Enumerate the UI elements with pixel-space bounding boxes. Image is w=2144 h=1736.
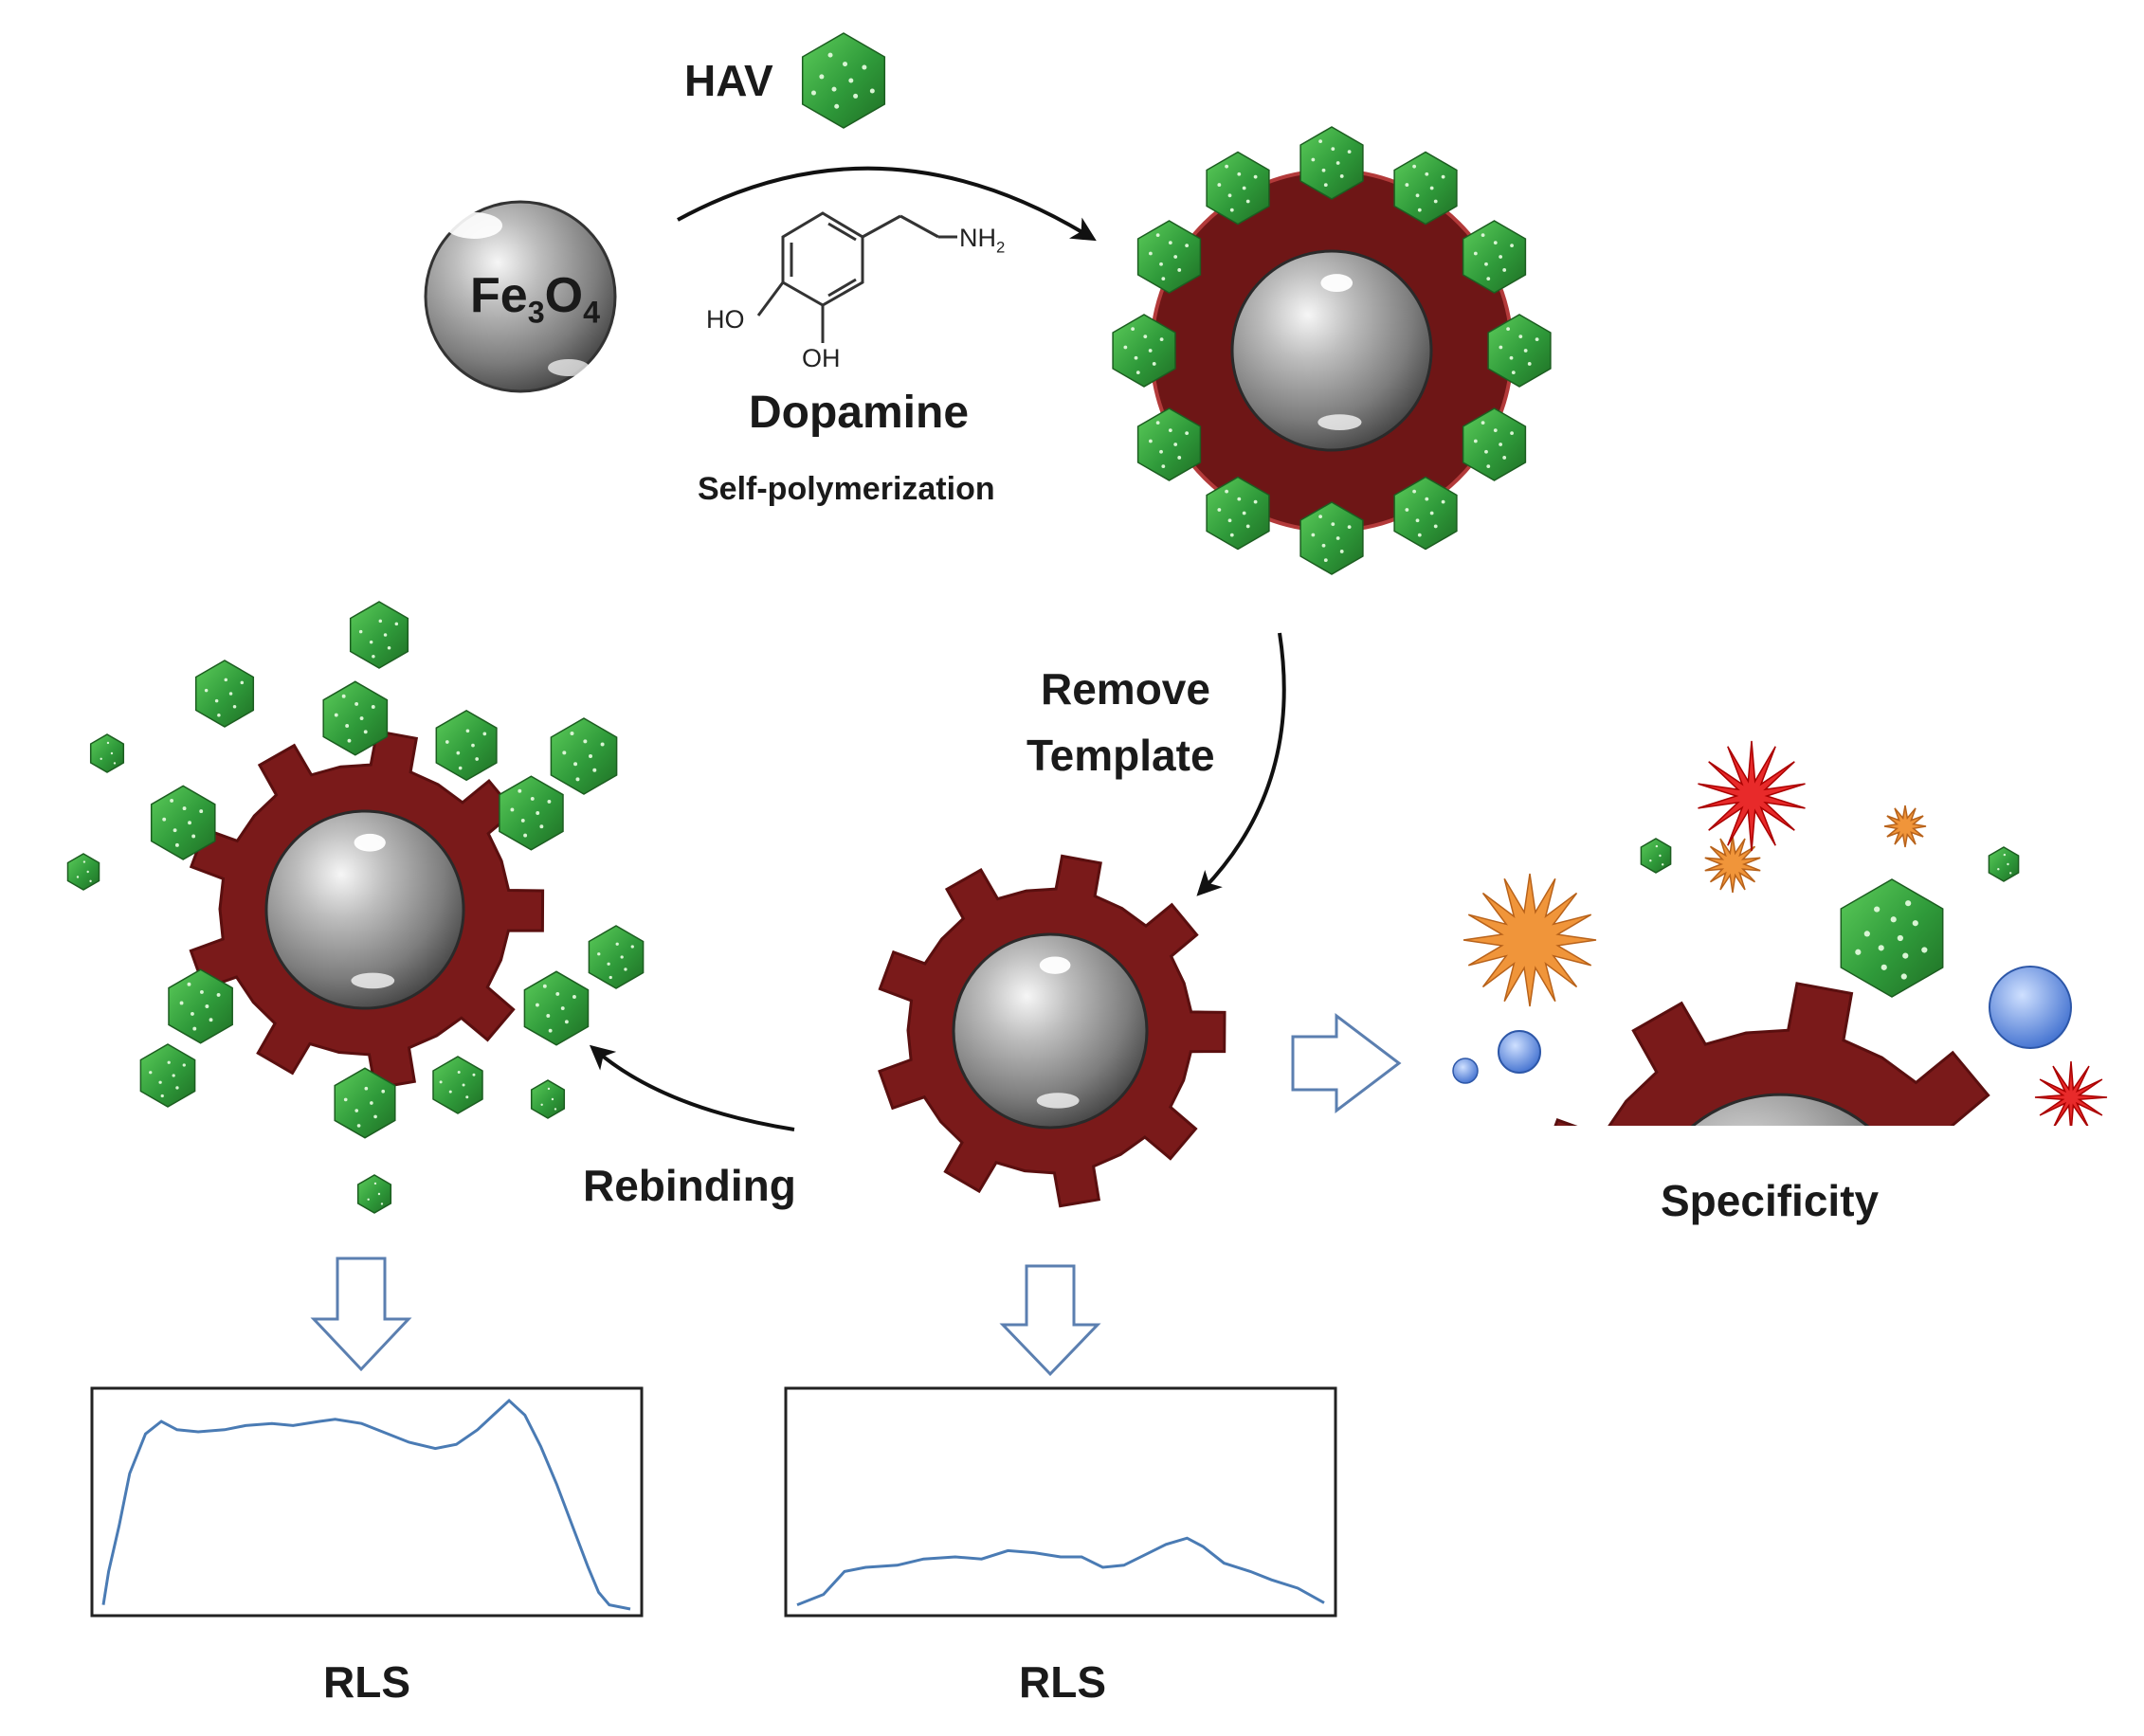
fe3o4-label: Fe3O4 <box>470 268 601 330</box>
down-block-arrow-right <box>999 1264 1101 1377</box>
free-hav-virus <box>550 717 618 795</box>
orange-interferent <box>1463 873 1597 1007</box>
core-sphere <box>1690 1093 1870 1126</box>
template-label: Template <box>1027 731 1215 780</box>
bound-hav-virus <box>1840 878 1944 998</box>
free-hav-virus <box>588 925 645 989</box>
fe3o4-sphere <box>424 200 617 393</box>
template-hav-virus <box>1206 476 1270 551</box>
dopamine-structure <box>756 211 957 343</box>
free-hav-virus <box>1640 838 1672 874</box>
rls-label-right: RLS <box>1019 1657 1106 1707</box>
template-hav-virus <box>1299 126 1364 200</box>
hav-label: HAV <box>684 56 773 105</box>
hav-legend-icon <box>801 32 886 129</box>
rebinding-particle <box>66 32 886 1214</box>
imprinted-particle <box>1112 126 1552 575</box>
orange-interferent <box>1883 805 1927 848</box>
rls-label-left: RLS <box>323 1657 410 1707</box>
template-hav-virus <box>1462 407 1527 481</box>
free-hav-virus <box>89 733 125 773</box>
free-hav-virus <box>356 1174 392 1214</box>
free-hav-virus <box>349 601 409 669</box>
red-interferent <box>2034 1060 2108 1126</box>
bound-hav-virus <box>435 710 498 782</box>
template-removed-particle <box>878 854 1226 1208</box>
blue-interferent <box>1989 966 2072 1049</box>
free-hav-virus <box>432 1056 483 1114</box>
bound-hav-virus <box>168 968 233 1044</box>
template-hav-virus <box>1299 501 1364 575</box>
free-hav-virus <box>1988 846 2020 882</box>
remove-template-arrow <box>1196 632 1286 896</box>
template-hav-virus <box>1393 476 1458 551</box>
template-hav-virus <box>1136 407 1202 481</box>
template-hav-virus <box>1487 314 1552 388</box>
rls-panel-left <box>90 1386 644 1618</box>
oh-label: OH <box>802 344 841 372</box>
blue-interferent <box>1452 1058 1479 1084</box>
bound-hav-virus <box>523 970 590 1046</box>
specificity-scene <box>1452 740 2108 1126</box>
rls-curve-right <box>796 1536 1325 1606</box>
template-hav-virus <box>1462 220 1527 294</box>
right-block-arrow <box>1291 1012 1402 1114</box>
polymerization-arrow <box>677 166 1097 242</box>
red-interferent <box>1698 740 1806 852</box>
free-hav-virus <box>194 660 255 728</box>
free-hav-virus <box>66 853 100 891</box>
template-hav-virus <box>1112 314 1176 388</box>
template-hav-virus <box>1393 151 1458 226</box>
template-hav-virus <box>1136 220 1202 294</box>
nh2-label: NH2 <box>959 224 1006 257</box>
bound-hav-virus <box>499 775 564 851</box>
rebinding-label: Rebinding <box>583 1161 796 1210</box>
orange-interferent <box>1704 835 1761 894</box>
specificity-label: Specificity <box>1661 1176 1880 1225</box>
down-block-arrow-left <box>310 1257 412 1372</box>
rls-curve-left <box>101 1398 631 1611</box>
blue-interferent <box>1498 1030 1541 1074</box>
core-sphere <box>952 932 1149 1130</box>
polymer-gear <box>1553 982 1990 1126</box>
template-hav-virus <box>1206 151 1270 226</box>
core-sphere <box>1230 249 1433 452</box>
free-hav-virus <box>530 1079 566 1119</box>
bound-hav-virus <box>150 785 216 860</box>
remove-label: Remove <box>1041 664 1210 714</box>
bound-hav-virus <box>322 680 389 756</box>
rebinding-arrow <box>589 1044 795 1131</box>
self-polymerization-label: Self-polymerization <box>698 471 995 507</box>
free-hav-virus <box>139 1043 196 1108</box>
bound-hav-virus <box>334 1067 396 1139</box>
dopamine-label: Dopamine <box>749 388 970 438</box>
ho-label: HO <box>706 305 745 334</box>
rls-panel-right <box>784 1386 1337 1618</box>
core-sphere <box>264 809 465 1010</box>
